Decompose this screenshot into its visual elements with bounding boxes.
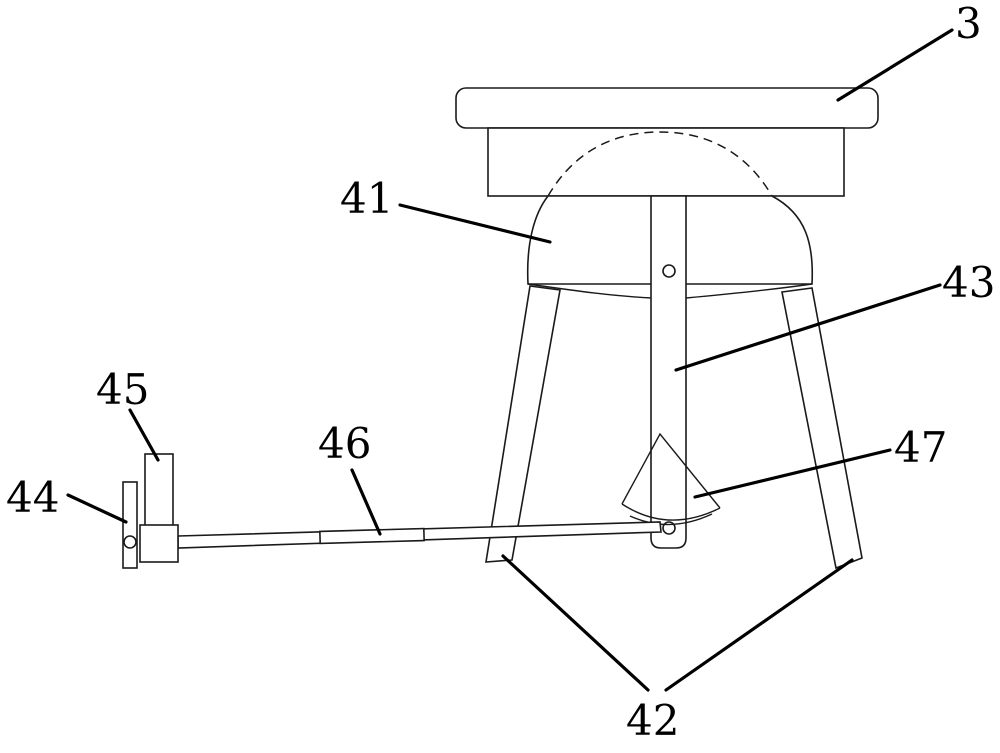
label-46: 46 bbox=[318, 419, 371, 468]
left-block-hole bbox=[123, 535, 137, 549]
leader-45 bbox=[128, 408, 160, 462]
label-45: 45 bbox=[96, 365, 149, 414]
label-41: 41 bbox=[340, 174, 393, 223]
leader-42-right bbox=[664, 558, 854, 692]
center-bar-upper-hole bbox=[662, 264, 676, 278]
leader-42-left bbox=[501, 554, 650, 692]
plate-base-box bbox=[487, 127, 845, 197]
dome-bottom-band bbox=[527, 283, 813, 299]
dome-hidden-arc bbox=[547, 131, 773, 197]
center-bar bbox=[650, 195, 687, 549]
leader-44 bbox=[66, 493, 128, 524]
label-43: 43 bbox=[942, 258, 995, 307]
leader-47 bbox=[693, 448, 892, 499]
leader-3 bbox=[836, 28, 954, 102]
label-3: 3 bbox=[955, 0, 982, 48]
rod-sleeve bbox=[319, 527, 425, 545]
sector-outline bbox=[621, 432, 721, 509]
label-47: 47 bbox=[894, 423, 947, 472]
leader-41 bbox=[398, 203, 552, 244]
handle-upright bbox=[144, 453, 174, 527]
leader-46 bbox=[350, 468, 382, 536]
sector-inner-arc bbox=[629, 513, 713, 526]
left-block bbox=[122, 481, 138, 569]
sector-arc bbox=[621, 503, 721, 521]
right-leg bbox=[781, 287, 863, 570]
label-44: 44 bbox=[6, 473, 59, 522]
top-plate bbox=[455, 87, 879, 129]
left-leg bbox=[485, 285, 561, 563]
label-42: 42 bbox=[626, 696, 679, 745]
handle-block bbox=[139, 524, 179, 563]
leader-43 bbox=[674, 283, 942, 372]
